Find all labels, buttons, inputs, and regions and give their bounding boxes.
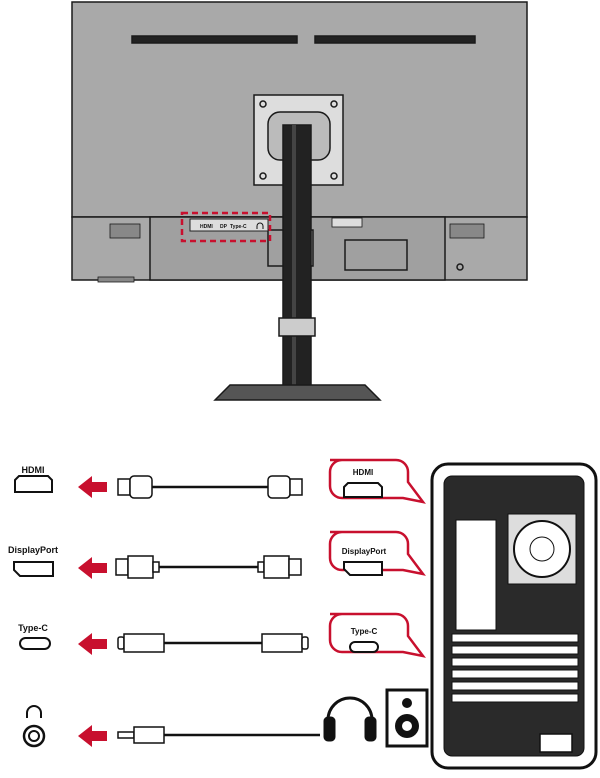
monitor-stand — [213, 94, 382, 401]
cables — [115, 475, 320, 744]
hdmi-cable — [117, 475, 303, 499]
typec-cable — [117, 633, 309, 653]
port-label-dp: DP — [220, 224, 228, 230]
headphones-icon — [323, 696, 377, 742]
displayport-cable — [115, 555, 302, 579]
port-label-hdmi: HDMI — [200, 224, 213, 230]
callout-label-typec: Type-C — [351, 627, 378, 636]
typec-port-icon — [349, 641, 379, 653]
audio-cable — [117, 726, 320, 744]
pc-tower — [430, 462, 598, 770]
arrow-left-icon — [78, 476, 107, 498]
arrows — [78, 476, 107, 747]
hdmi-port-icon — [343, 482, 383, 498]
port-label-typec: Type-C — [230, 224, 247, 230]
port-label-typec-left: Type-C — [18, 623, 48, 633]
port-panel: HDMI DP Type-C — [180, 211, 272, 243]
typec-port-icon — [19, 637, 51, 650]
displayport-port-icon — [13, 561, 54, 577]
displayport-port-icon — [343, 561, 383, 576]
arrow-left-icon — [78, 633, 107, 655]
callout-label-hdmi: HDMI — [353, 468, 373, 477]
headphone-icon — [26, 705, 42, 718]
port-label-hdmi-left: HDMI — [22, 465, 45, 475]
speaker-icon — [385, 688, 429, 748]
callout-label-displayport: DisplayPort — [342, 547, 387, 556]
arrow-left-icon — [78, 557, 107, 579]
port-label-displayport-left: DisplayPort — [8, 545, 58, 555]
arrow-left-icon — [78, 725, 107, 747]
hdmi-port-icon — [14, 475, 53, 493]
port-highlight — [180, 211, 272, 243]
headphone-icon — [256, 222, 264, 229]
power-socket-icon — [539, 733, 573, 753]
